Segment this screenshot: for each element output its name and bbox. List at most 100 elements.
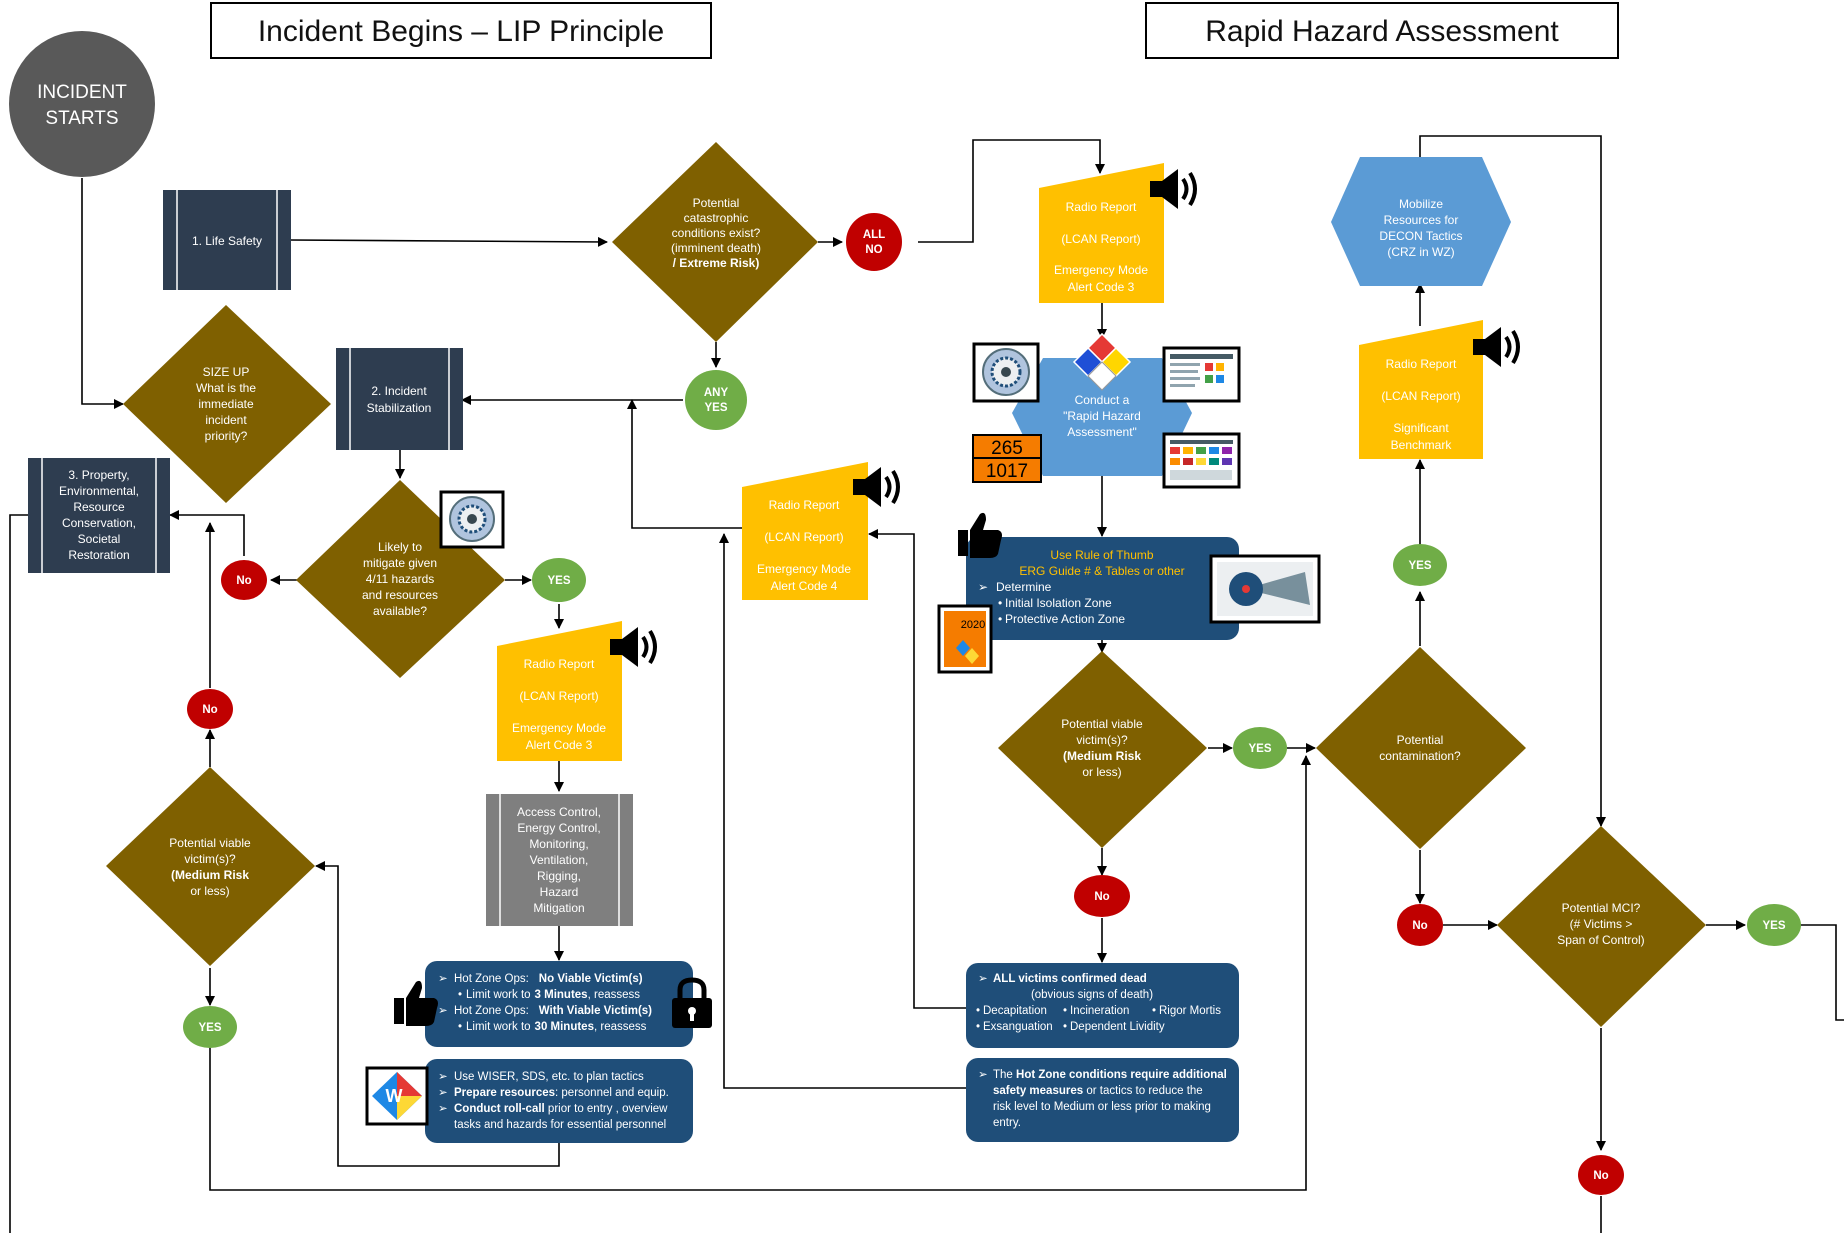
hotzone-l2c: , reassess bbox=[588, 989, 641, 1001]
access-line-6: Hazard bbox=[540, 885, 579, 899]
lock-icon bbox=[672, 977, 712, 1028]
hazmat-chart-thumbnail bbox=[1162, 346, 1241, 403]
hotzone-l4b: 30 Minutes bbox=[535, 1021, 594, 1033]
mci-line-1: Potential MCI? bbox=[1562, 901, 1641, 915]
mci-line-2: (# Victims > bbox=[1570, 917, 1633, 931]
property-line-3: Resource bbox=[73, 500, 125, 514]
radio-mid-right-lcan: (LCAN Report) bbox=[764, 530, 843, 544]
access-line-1: Access Control, bbox=[517, 805, 601, 819]
svg-text:The Hot Zone conditions requir: The Hot Zone conditions require addition… bbox=[993, 1069, 1227, 1081]
hotzone-l4c: , reassess bbox=[594, 1021, 647, 1033]
hotzone-l1a: Hot Zone Ops: bbox=[454, 973, 529, 985]
stabilization-line-1: 2. Incident bbox=[371, 384, 427, 398]
sizeup-line-2: What is the bbox=[196, 381, 256, 395]
no-oval-viable-right: No bbox=[1074, 875, 1130, 917]
svg-text:•: • bbox=[458, 989, 462, 1001]
thumbs-up-icon bbox=[394, 980, 438, 1026]
catastrophic-line-2: catastrophic bbox=[684, 211, 749, 225]
no-oval-likely: No bbox=[221, 560, 267, 600]
yes-oval-viable-left: YES bbox=[183, 1006, 237, 1048]
sizeup-decision: SIZE UP What is the immediate incident p… bbox=[123, 305, 331, 503]
erg-book-year: 2020 bbox=[961, 619, 985, 631]
placard-bottom: 1017 bbox=[986, 461, 1028, 482]
access-line-5: Rigging, bbox=[537, 869, 581, 883]
svg-text:➢: ➢ bbox=[978, 580, 988, 594]
mobilize-line-3: DECON Tactics bbox=[1379, 229, 1462, 243]
header-right: Rapid Hazard Assessment bbox=[1145, 2, 1619, 59]
thumbs-up-icon bbox=[958, 512, 1002, 558]
access-line-4: Ventilation, bbox=[530, 853, 589, 867]
hotzone-l1b: No Viable Victim(s) bbox=[539, 973, 643, 985]
no-viable-right-label: No bbox=[1094, 891, 1109, 903]
viable-right-line-1: Potential viable bbox=[1061, 717, 1143, 731]
hotcond-l4: entry. bbox=[993, 1117, 1021, 1129]
radio-mid-left-title: Radio Report bbox=[524, 657, 595, 671]
yes-oval-mci: YES bbox=[1747, 904, 1801, 946]
contamination-line-1: Potential bbox=[1397, 733, 1444, 747]
access-control-box: Access Control, Energy Control, Monitori… bbox=[486, 794, 633, 926]
isolation-zone-thumbnail bbox=[1209, 554, 1321, 624]
radio-report-top: Radio Report (LCAN Report) Emergency Mod… bbox=[1039, 163, 1164, 303]
yes-oval-likely: YES bbox=[532, 558, 586, 602]
wiser-l2a: Prepare resources bbox=[454, 1087, 555, 1099]
radio-report-mid-left: Radio Report (LCAN Report) Emergency Mod… bbox=[497, 621, 622, 761]
catastrophic-decision: Potential catastrophic conditions exist?… bbox=[612, 142, 818, 342]
speaker-icon bbox=[610, 627, 657, 667]
viable-right-decision: Potential viable victim(s)? (Medium Risk… bbox=[998, 651, 1207, 848]
contamination-line-2: contamination? bbox=[1379, 749, 1461, 763]
hotzone-l2a: Limit work to bbox=[466, 989, 531, 1001]
viable-right-line-3: (Medium Risk bbox=[1063, 749, 1141, 763]
hotcond-l1a: The bbox=[993, 1069, 1016, 1081]
hotzone-l3a: Hot Zone Ops: bbox=[454, 1005, 529, 1017]
sizeup-line-5: priority? bbox=[205, 429, 248, 443]
mci-line-3: Span of Control) bbox=[1557, 933, 1644, 947]
property-line-4: Conservation, bbox=[62, 516, 136, 530]
likely-decision: Likely to mitigate given 4/11 hazards an… bbox=[296, 480, 505, 678]
wiser-box: ➢ Use WISER, SDS, etc. to plan tactics ➢… bbox=[425, 1059, 693, 1143]
svg-text:Limit work to3 Minutes, reasse: Limit work to3 Minutes, reassess bbox=[466, 989, 640, 1001]
header-left: Incident Begins – LIP Principle bbox=[210, 2, 712, 59]
hot-zone-ops-box: ➢ Hot Zone Ops: No Viable Victim(s) • Lim… bbox=[425, 961, 693, 1047]
viable-left-line-1: Potential viable bbox=[169, 836, 251, 850]
viable-left-line-4: or less) bbox=[190, 884, 229, 898]
svg-text:•: • bbox=[1152, 1005, 1156, 1017]
header-left-label: Incident Begins – LIP Principle bbox=[258, 15, 664, 48]
likely-line-3: 4/11 hazards bbox=[366, 572, 435, 586]
viable-left-line-2: victim(s)? bbox=[184, 852, 236, 866]
dead-s1: Decapitation bbox=[983, 1005, 1047, 1017]
likely-line-2: mitigate given bbox=[363, 556, 437, 570]
no-oval-contamination: No bbox=[1397, 904, 1443, 946]
svg-text:•: • bbox=[1063, 1005, 1067, 1017]
svg-text:➢: ➢ bbox=[438, 973, 448, 985]
start-line-1: INCIDENT bbox=[37, 82, 127, 103]
dead-s2: Incineration bbox=[1070, 1005, 1129, 1017]
rule-line-2: ERG Guide # & Tables or other bbox=[1019, 564, 1184, 578]
viable-right-line-2: victim(s)? bbox=[1076, 733, 1128, 747]
radio-right-lcan: (LCAN Report) bbox=[1381, 389, 1460, 403]
speaker-icon bbox=[1150, 169, 1197, 209]
radio-right-benchmark: Benchmark bbox=[1391, 438, 1453, 452]
life-safety-label: 1. Life Safety bbox=[192, 234, 262, 248]
no-oval-viable-left: No bbox=[187, 689, 233, 729]
svg-text:➢: ➢ bbox=[438, 1071, 448, 1083]
any-yes-line-1: ANY bbox=[704, 387, 729, 399]
radio-right-significant: Significant bbox=[1393, 421, 1449, 435]
wiser-l1: Use WISER, SDS, etc. to plan tactics bbox=[454, 1071, 644, 1083]
svg-text:Hot Zone Ops:With Viable Victi: Hot Zone Ops: With Viable Victim(s) bbox=[454, 1005, 652, 1017]
access-line-3: Monitoring, bbox=[529, 837, 588, 851]
svg-text:➢: ➢ bbox=[438, 1005, 448, 1017]
catastrophic-line-1: Potential bbox=[693, 196, 740, 210]
header-right-label: Rapid Hazard Assessment bbox=[1205, 15, 1559, 48]
dead-l1: ALL victims confirmed dead bbox=[993, 973, 1147, 985]
svg-text:W: W bbox=[386, 1086, 403, 1106]
hotzone-l3b: With Viable Victim(s) bbox=[539, 1005, 652, 1017]
svg-text:➢: ➢ bbox=[438, 1103, 448, 1115]
svg-text:•: • bbox=[458, 1021, 462, 1033]
svg-text:➢: ➢ bbox=[978, 1069, 988, 1081]
svg-text:➢: ➢ bbox=[438, 1087, 448, 1099]
rule-iiz: Initial Isolation Zone bbox=[1005, 596, 1112, 610]
radio-report-mid-right: Radio Report (LCAN Report) Emergency Mod… bbox=[742, 462, 868, 600]
yes-viable-right-label: YES bbox=[1248, 743, 1271, 755]
